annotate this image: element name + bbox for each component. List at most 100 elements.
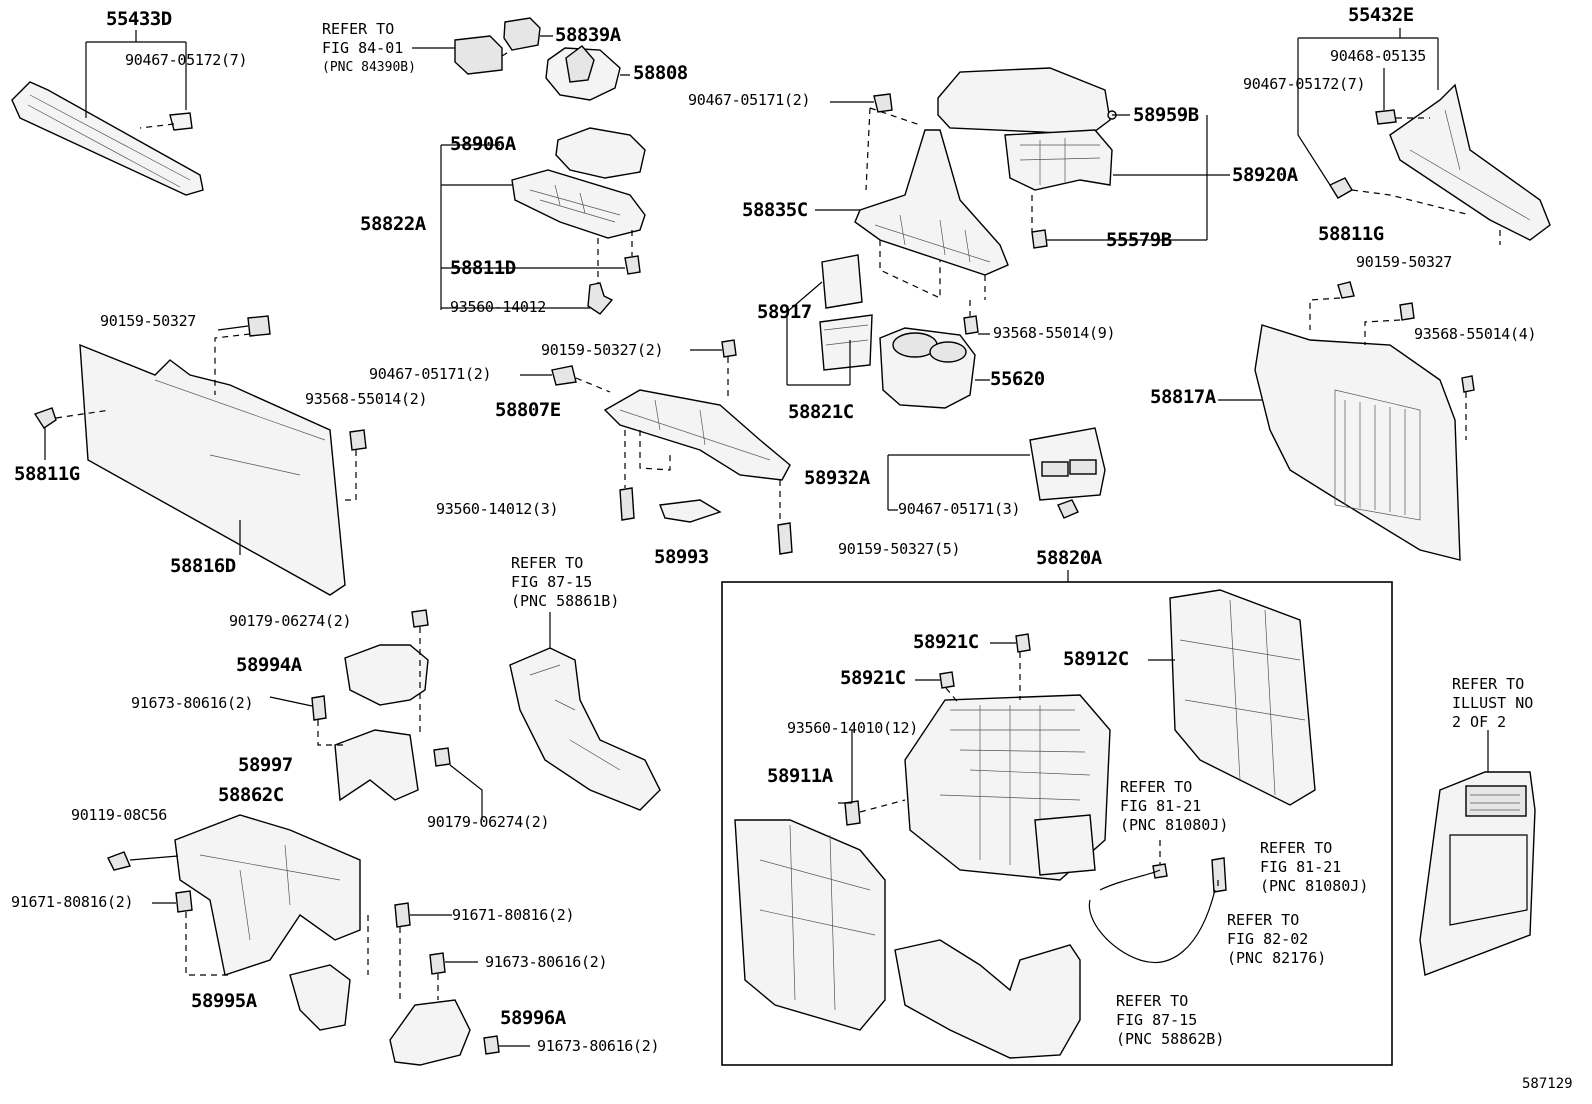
part-switch-drawing [454,17,621,101]
part-number: 90119-08C56 [71,806,168,824]
part-number: 58862C [218,784,284,806]
part-58816D-drawing [33,315,367,596]
illustration-number: 587129 [1522,1076,1573,1092]
part-number: 58811G [1318,223,1384,245]
refer-line: (PNC 81080J) [1260,877,1369,895]
refer-line: FIG 81-21 [1260,858,1342,876]
refer-line: (PNC 58861B) [511,592,620,610]
part-number: 90468-05135 [1330,47,1427,65]
refer-line: FIG 82-02 [1227,930,1309,948]
part-number: 58997 [238,754,293,776]
refer-line: REFER TO [511,554,584,572]
refer-line: FIG 84-01 [322,39,404,57]
part-55433D-drawing [11,81,204,196]
part-58817A-drawing [1254,281,1475,561]
part-number: 58811D [450,257,516,279]
part-number: 93560-14012(3) [436,500,559,518]
part-58820A-drawing [734,589,1316,1059]
part-number: 58817A [1150,386,1216,408]
part-duct-drawing [509,647,661,811]
refer-line: REFER TO [1452,675,1525,693]
part-number: 58920A [1232,164,1298,186]
part-number: 58995A [191,990,257,1012]
part-number: 90159-50327 [1356,253,1453,271]
refer-note: REFER TO FIG 87-15 (PNC 58861B) [511,554,619,611]
refer-line: (PNC 84390B) [322,60,416,75]
part-number: 55579B [1106,229,1172,251]
part-number: 93560-14012 [450,298,547,316]
part-number: 58821C [788,401,854,423]
part-number: 93568-55014(2) [305,390,428,408]
part-58835C-drawing [854,67,1117,300]
part-number: 58816D [170,555,236,577]
part-number: 91671-80816(2) [11,893,134,911]
part-number: 55620 [990,368,1045,390]
refer-line: 2 OF 2 [1452,713,1507,731]
refer-line: (PNC 82176) [1227,949,1327,967]
part-number: 58959B [1133,104,1199,126]
refer-line: FIG 81-21 [1120,797,1202,815]
part-number: 58932A [804,467,870,489]
part-number: 91673-80616(2) [485,953,608,971]
part-number: 90159-50327 [100,312,197,330]
refer-note: REFER TO FIG 87-15 (PNC 58862B) [1116,992,1224,1049]
part-number: 93568-55014(4) [1414,325,1537,343]
part-number: 90159-50327(5) [838,540,961,558]
part-number: 55433D [106,8,172,30]
part-number: 58912C [1063,648,1129,670]
assembly-58820A-box [721,581,1393,1066]
part-number: 58839A [555,24,621,46]
part-number: 90467-05171(2) [369,365,492,383]
part-number: 58917 [757,301,812,323]
refer-line: REFER TO [1227,911,1300,929]
part-number: 91673-80616(2) [131,694,254,712]
part-number: 58822A [360,213,426,235]
part-number: 90179-06274(2) [427,813,550,831]
part-number: 58994A [236,654,302,676]
part-number: 55432E [1348,4,1414,26]
refer-note: REFER TO ILLUST NO 2 OF 2 [1452,675,1533,732]
part-number: 90467-05171(3) [898,500,1021,518]
part-number: 58808 [633,62,688,84]
refer-line: ILLUST NO [1452,694,1534,712]
part-rear-vent-drawing [1419,771,1536,976]
part-brackets-drawing [107,609,500,1066]
refer-line: REFER TO [1120,778,1193,796]
part-number: 90467-05172(7) [125,51,248,69]
part-number: 58993 [654,546,709,568]
refer-note: REFER TO FIG 81-21 (PNC 81080J) [1260,839,1368,896]
part-58822A-drawing [511,127,646,315]
refer-line: REFER TO [1260,839,1333,857]
part-number: 58911A [767,765,833,787]
part-number: 58835C [742,199,808,221]
part-number: 90467-05172(7) [1243,75,1366,93]
refer-line: FIG 87-15 [1116,1011,1198,1029]
part-number: 58811G [14,463,80,485]
refer-line: REFER TO [322,20,395,38]
refer-note: REFER TO FIG 81-21 (PNC 81080J) [1120,778,1228,835]
part-number: 58820A [1036,547,1102,569]
part-number: 90179-06274(2) [229,612,352,630]
refer-line: FIG 87-15 [511,573,593,591]
part-number: 90159-50327(2) [541,341,664,359]
part-number: 58906A [450,133,516,155]
refer-line: REFER TO [1116,992,1189,1010]
part-number: 58807E [495,399,561,421]
part-number: 58996A [500,1007,566,1029]
part-58821C-drawing [819,254,979,409]
part-55432E-drawing [1328,83,1551,241]
refer-note: REFER TO FIG 84-01 (PNC 84390B) [322,20,416,77]
part-number: 91671-80816(2) [452,906,575,924]
part-number: 91673-80616(2) [537,1037,660,1055]
refer-note: REFER TO FIG 82-02 (PNC 82176) [1227,911,1326,968]
part-number: 58921C [840,667,906,689]
part-58932A-drawing [1029,427,1106,519]
part-number: 90467-05171(2) [688,91,811,109]
refer-line: (PNC 81080J) [1120,816,1229,834]
part-58807E-drawing [551,339,793,555]
refer-line: (PNC 58862B) [1116,1030,1225,1048]
part-number: 58921C [913,631,979,653]
part-number: 93560-14010(12) [787,719,918,737]
